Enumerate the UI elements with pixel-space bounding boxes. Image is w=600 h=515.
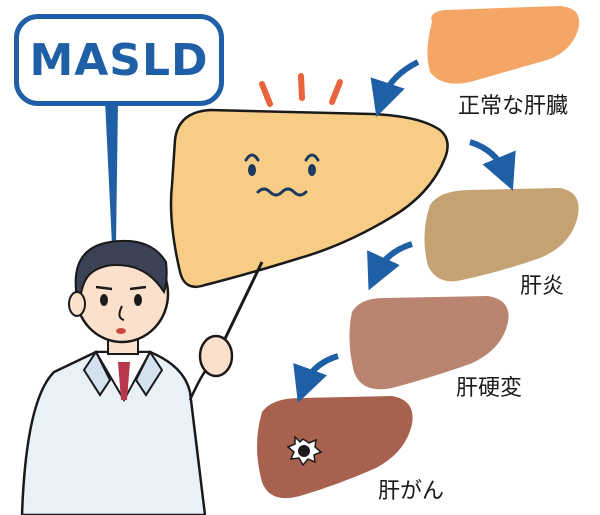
- doctor-figure: [20, 239, 234, 515]
- bubble-tail: [105, 100, 118, 245]
- label-normal-liver: 正常な肝臓: [458, 94, 569, 119]
- worried-face: [244, 153, 320, 197]
- hepatitis-liver: [424, 188, 579, 282]
- tumor-mark: [286, 435, 323, 467]
- alarm-marks: [259, 73, 343, 107]
- masld-speech-bubble: MASLD: [14, 14, 224, 106]
- fatty-liver: [169, 108, 449, 289]
- normal-liver: [427, 6, 580, 84]
- progression-arrows: [293, 59, 516, 403]
- label-cirrhosis: 肝硬変: [456, 376, 523, 401]
- cancer-liver: [257, 396, 413, 499]
- cirrhosis-liver: [349, 296, 509, 390]
- label-liver-cancer: 肝がん: [378, 479, 445, 504]
- label-hepatitis: 肝炎: [520, 274, 565, 299]
- pointer-stick: [220, 261, 264, 346]
- bubble-title: MASLD: [29, 34, 209, 86]
